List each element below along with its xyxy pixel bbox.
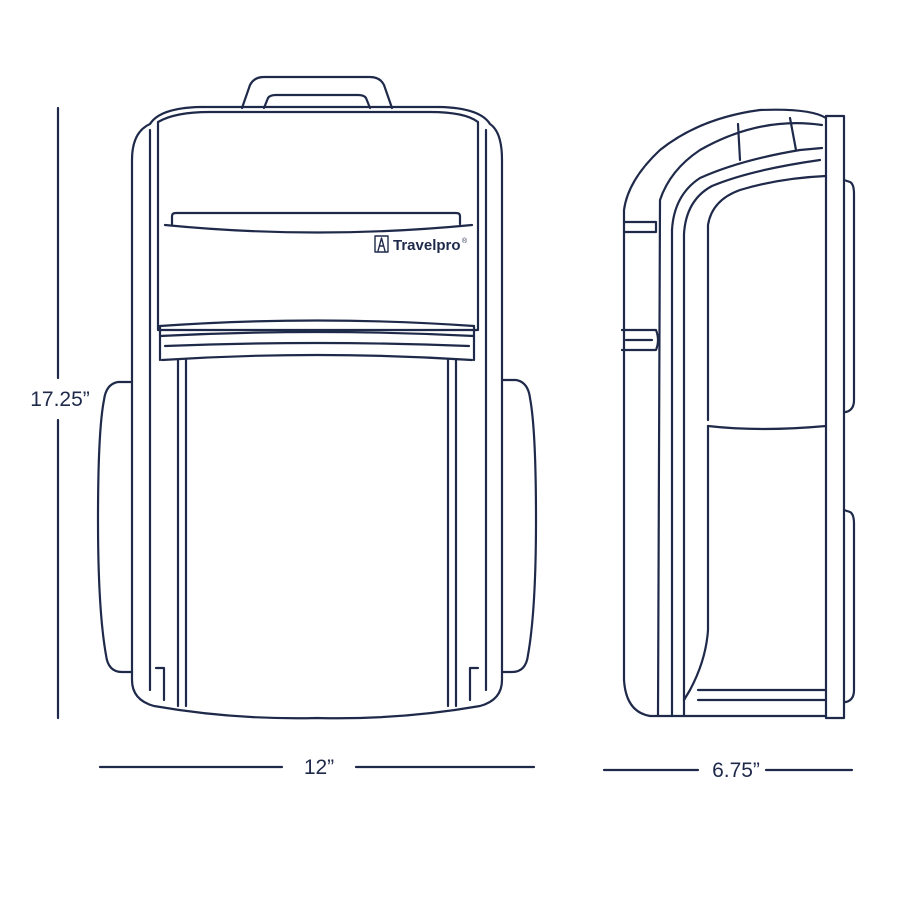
depth-label: 6.75”	[712, 759, 760, 782]
back-panel-frame	[824, 114, 846, 720]
bottom-left-guard	[154, 666, 166, 702]
lower-strap	[842, 508, 856, 704]
side-pocket-curve	[706, 174, 828, 422]
lower-pocket-left-rail	[176, 358, 188, 708]
height-dimension: 17.25”	[30, 106, 90, 720]
side-lower-pocket	[682, 424, 710, 702]
side-shell-outer	[622, 108, 828, 718]
brand-logo: Travelpro ®	[374, 235, 468, 254]
width-label: 12”	[304, 756, 334, 779]
top-handle	[240, 75, 394, 110]
tower-icon	[377, 237, 386, 252]
height-label: 17.25”	[30, 388, 90, 411]
side-pocket-divider	[706, 424, 828, 431]
bottom-right-guard	[468, 666, 480, 702]
side-shell-edge	[736, 116, 798, 162]
width-dimension: 12”	[98, 756, 536, 779]
side-compartment	[670, 146, 824, 718]
top-handle-inner	[262, 93, 372, 110]
mid-band-line2	[158, 330, 476, 338]
top-pocket-edge	[163, 223, 474, 234]
tower-icon-frame	[374, 235, 389, 253]
front-panel-inner	[156, 110, 480, 332]
top-pocket-zip	[170, 211, 462, 226]
lower-pocket-right-rail	[446, 358, 458, 708]
mid-band-bottom	[160, 353, 474, 362]
mid-band-line3	[163, 341, 471, 348]
side-compartment-inner	[682, 158, 822, 718]
left-side-pocket	[96, 380, 134, 674]
backpack-side-view	[620, 108, 856, 720]
front-body-outline	[130, 105, 504, 720]
side-shell-inner	[656, 122, 824, 717]
backpack-front-view: Travelpro ®	[96, 75, 538, 720]
right-side-pocket	[500, 378, 538, 674]
depth-dimension: 6.75”	[602, 759, 854, 782]
side-grip-top	[622, 220, 658, 234]
brand-name: Travelpro	[393, 237, 461, 254]
brand-registered-mark: ®	[462, 237, 468, 245]
side-buckle	[620, 328, 660, 352]
side-bottom-shelf	[696, 688, 828, 702]
mid-band-top	[158, 319, 476, 328]
upper-strap	[842, 178, 856, 414]
